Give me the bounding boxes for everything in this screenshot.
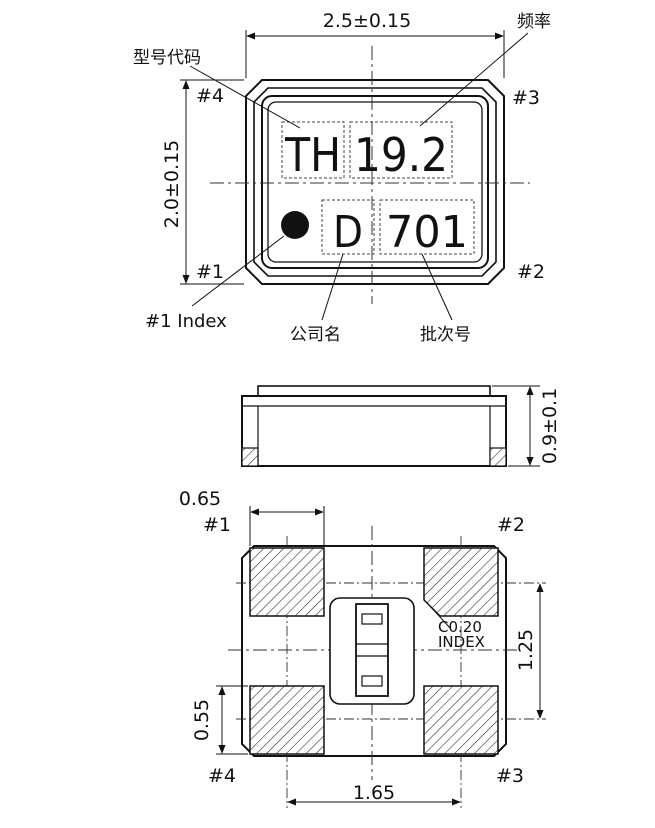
pad-2: [423, 547, 499, 617]
marking-company-text: D: [333, 207, 363, 258]
pad-width-dim-label: 0.65: [179, 488, 221, 510]
pad-1: [249, 547, 325, 617]
callout-model-code-label: 型号代码: [133, 48, 201, 68]
side-height-dim-label: 0.9±0.1: [539, 388, 561, 464]
center-component-tab-top: [361, 613, 383, 625]
marking-lot-text: 701: [386, 207, 468, 258]
callout-lot-leader: [421, 253, 453, 321]
side-view: 0.9±0.1: [241, 385, 561, 467]
top-view: TH 19.2 D 701 2.5±0.15 2.0±0.15 #4 #3 #1…: [133, 10, 551, 345]
top-view-outline: [245, 79, 505, 285]
top-view-lid: [261, 95, 489, 269]
pitch-y-dim-label: 1.25: [515, 629, 537, 671]
callout-company-label: 公司名: [290, 325, 341, 345]
top-pin3-label: #3: [512, 87, 540, 109]
callout-model-code-leader: [189, 65, 301, 129]
top-view-seal-ring: [253, 87, 497, 277]
chamfer-label: C0.20: [438, 618, 482, 636]
bottom-pin2-label: #2: [497, 514, 525, 536]
pad-4: [249, 685, 325, 755]
marking-model-text: TH: [284, 128, 341, 182]
center-component-tab-bottom: [361, 675, 383, 687]
callout-company-leader: [321, 253, 344, 321]
chamfer-leader: [429, 605, 451, 629]
bottom-pin3-label: #3: [496, 765, 524, 787]
marking-frequency-text: 19.2: [354, 128, 448, 182]
top-pin2-label: #2: [517, 261, 545, 283]
pad-height-dim-label: 0.55: [191, 699, 213, 741]
callout-index-label: #1 Index: [145, 311, 227, 332]
top-width-dim-label: 2.5±0.15: [323, 10, 411, 32]
side-view-terminal-right: [489, 447, 507, 467]
callout-lot-label: 批次号: [420, 325, 471, 345]
top-pin4-label: #4: [196, 85, 224, 107]
side-view-lid: [257, 385, 491, 397]
index-label: INDEX: [438, 633, 485, 651]
bottom-pin1-label: #1: [203, 514, 231, 536]
pad-3: [423, 685, 499, 755]
bottom-view: 0.65 0.55 1.25 1.65 C0.20 INDEX #1 #2 #4…: [179, 488, 546, 808]
callout-frequency-leader: [419, 32, 529, 127]
top-height-dim-label: 2.0±0.15: [161, 140, 183, 228]
top-pin1-label: #1: [196, 261, 224, 283]
lot-box: [379, 199, 475, 255]
callout-frequency-label: 频率: [517, 12, 551, 32]
company-box: [321, 199, 375, 255]
bottom-pin4-label: #4: [208, 765, 236, 787]
callout-index-leader: [191, 235, 285, 307]
side-view-body: [241, 395, 507, 467]
top-view-lid-inner: [267, 101, 483, 263]
side-view-terminal-left: [241, 447, 259, 467]
pitch-x-dim-label: 1.65: [353, 782, 395, 804]
model-code-box: [281, 121, 345, 179]
frequency-box: [349, 121, 453, 179]
index-dot: [281, 211, 309, 239]
